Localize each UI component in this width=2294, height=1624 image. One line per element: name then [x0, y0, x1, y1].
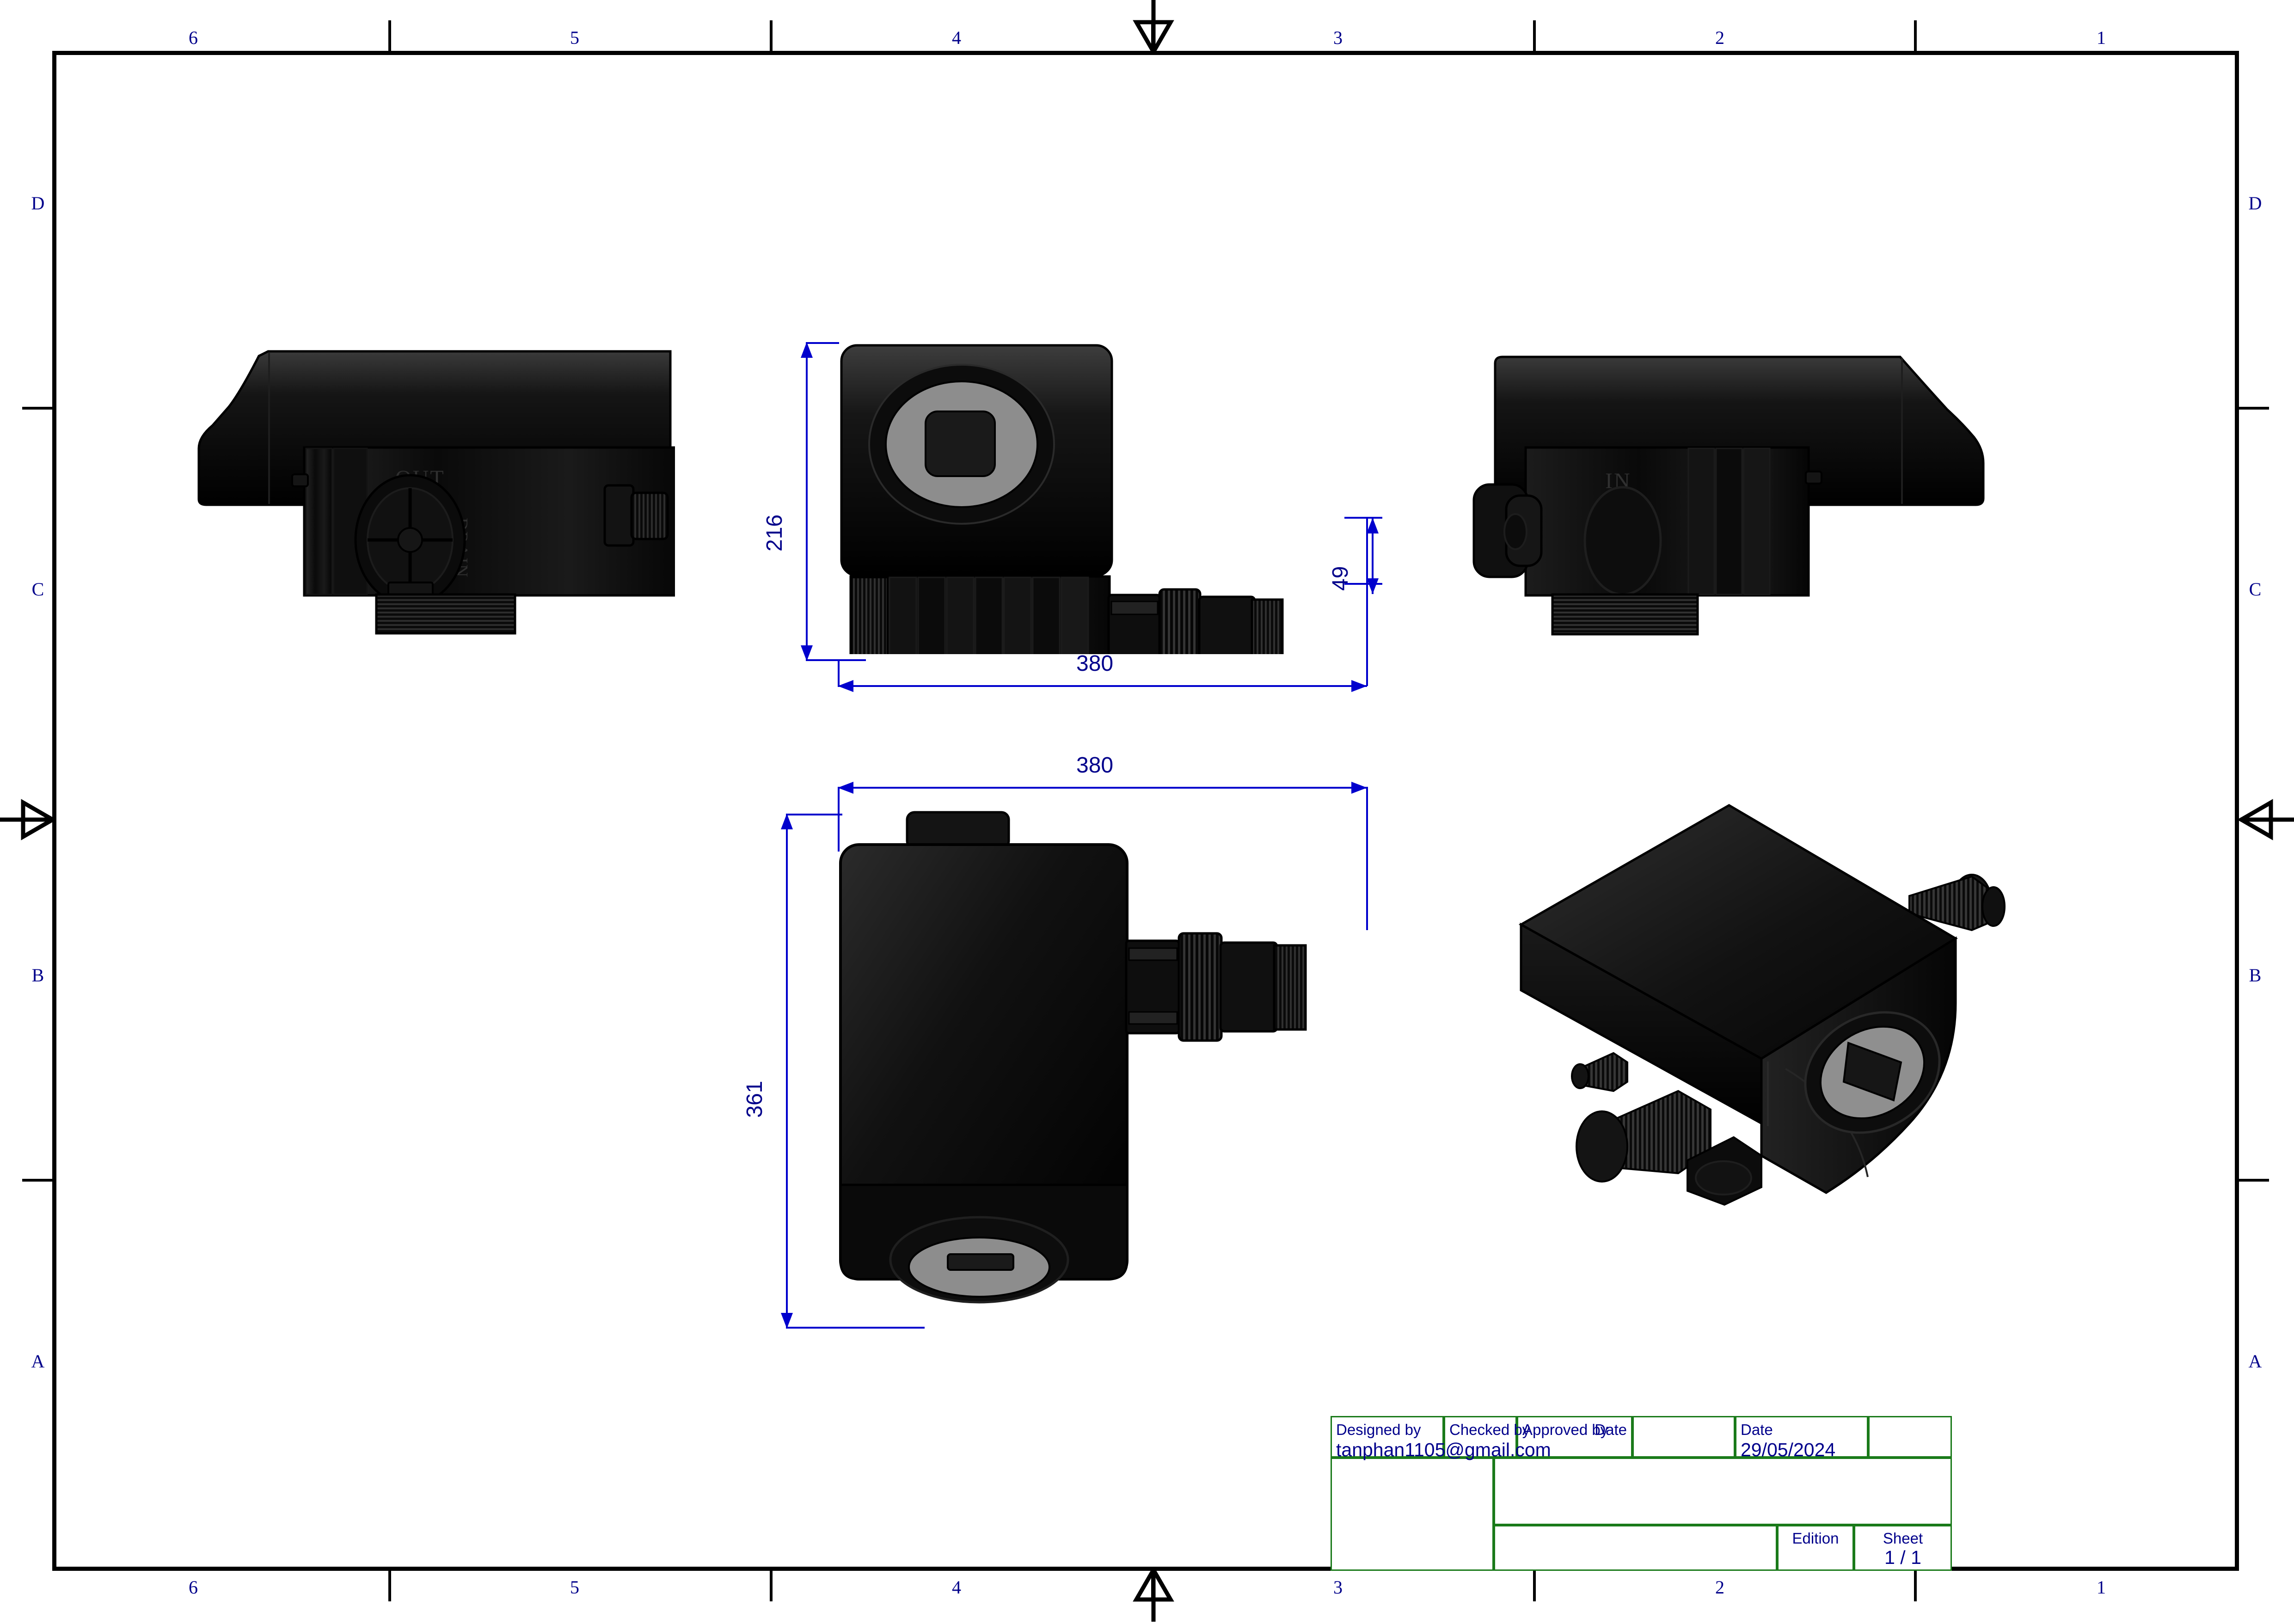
centering-mark-bottom-icon [1128, 1566, 1179, 1624]
titleblock-cell-designed-by [1331, 1416, 1444, 1458]
view-isometric [1503, 786, 2080, 1225]
zone-label-left-A: A [31, 1351, 45, 1372]
zone-tick-bottom-4 [1533, 1571, 1536, 1601]
view-left-elevation: OUT DRAIN [185, 333, 685, 656]
dimension-380-plan-arrow-left [838, 782, 853, 794]
zone-tick-bottom-5 [1914, 1571, 1917, 1601]
zone-tick-top-2 [770, 20, 773, 51]
dimension-380-plan-ext-right [1366, 787, 1368, 930]
dimension-380-plan-ext-left [838, 787, 840, 852]
view-right-elevation: IN [1433, 333, 2034, 656]
view-front-elevation [832, 340, 1387, 734]
dimension-361-text: 361 [742, 1080, 767, 1118]
dimension-216-arrow-bottom [801, 645, 813, 661]
zone-label-top-3: 3 [1333, 27, 1343, 48]
titleblock-value-designed-by: tanphan1105@gmail.com [1336, 1439, 1551, 1460]
dimension-380-front-ext-left [838, 659, 840, 686]
title-block: Designed by Checked by Approved by Date … [1331, 1416, 2239, 1571]
titleblock-cell-drawing-number [1494, 1458, 1952, 1525]
dimension-216-arrow-top [801, 342, 813, 358]
titleblock-label-date-2: Date [1741, 1421, 1773, 1438]
titleblock-label-sheet: Sheet [1883, 1530, 1923, 1547]
dimension-380-plan-arrow-right [1351, 782, 1367, 794]
zone-tick-right-1 [2239, 407, 2269, 410]
zone-label-top-2: 2 [1715, 27, 1724, 48]
dimension-380-plan-line [838, 787, 1367, 789]
zone-label-bottom-1: 1 [2097, 1577, 2106, 1598]
centering-mark-top-icon [1128, 0, 1179, 57]
dimension-380-front-text: 380 [1076, 651, 1114, 676]
zone-label-left-B: B [31, 965, 44, 986]
sheet-frame-border [52, 51, 2239, 1571]
centering-mark-left-icon [0, 794, 57, 847]
zone-tick-top-4 [1533, 20, 1536, 51]
dimension-380-plan-text: 380 [1076, 753, 1114, 778]
titleblock-label-edition: Edition [1792, 1530, 1839, 1547]
titleblock-value-sheet: 1 / 1 [1884, 1547, 1921, 1568]
zone-label-bottom-2: 2 [1715, 1577, 1724, 1598]
zone-label-top-1: 1 [2097, 27, 2106, 48]
dimension-380-front-arrow-right [1351, 680, 1367, 692]
zone-tick-right-2 [2239, 1179, 2269, 1182]
dimension-216-ext-top [806, 342, 839, 344]
dimension-361-line [786, 814, 788, 1329]
zone-tick-top-5 [1914, 20, 1917, 51]
dimension-216-text: 216 [762, 514, 787, 552]
titleblock-label-checked-by: Checked by [1449, 1421, 1530, 1438]
dimension-361-arrow-top [781, 814, 793, 829]
zone-label-bottom-5: 5 [570, 1577, 579, 1598]
zone-tick-top-1 [388, 20, 391, 51]
centering-mark-right-icon [2237, 794, 2294, 847]
zone-label-bottom-4: 4 [952, 1577, 961, 1598]
zone-label-top-4: 4 [952, 27, 961, 48]
dimension-380-front-line [838, 685, 1367, 687]
zone-label-top-6: 6 [189, 27, 198, 48]
dimension-361-arrow-bottom [781, 1313, 793, 1329]
dimension-49-text: 49 [1328, 566, 1353, 591]
dimension-361-ext-bottom [786, 1327, 925, 1329]
zone-label-top-5: 5 [570, 27, 579, 48]
titleblock-cell-date-1 [1632, 1416, 1735, 1458]
zone-tick-left-1 [22, 407, 52, 410]
zone-tick-bottom-1 [388, 1571, 391, 1601]
dimension-49-ext-top [1344, 517, 1382, 519]
zone-label-right-A: A [2248, 1351, 2262, 1372]
titleblock-cell-approved-by [1517, 1416, 1632, 1458]
zone-label-left-D: D [31, 193, 45, 214]
titleblock-label-approved-by: Approved by [1522, 1421, 1608, 1438]
view-top-plan [832, 807, 1350, 1324]
titleblock-cell-top-right-blank [1868, 1416, 1952, 1458]
titleblock-cell-checked-by [1444, 1416, 1517, 1458]
zone-label-right-C: C [2249, 579, 2262, 600]
titleblock-label-designed-by: Designed by [1336, 1421, 1421, 1438]
titleblock-value-date-2: 29/05/2024 [1741, 1439, 1836, 1460]
zone-label-left-C: C [31, 579, 44, 600]
dimension-49-ext-bottom [1344, 583, 1382, 585]
titleblock-cell-sheet [1854, 1525, 1952, 1571]
dimension-380-front-arrow-left [838, 680, 853, 692]
titleblock-cell-bottom-blank [1494, 1525, 1777, 1571]
titleblock-label-date-1: Date [1595, 1421, 1627, 1438]
zone-tick-bottom-2 [770, 1571, 773, 1601]
dimension-49-line [1372, 518, 1374, 594]
titleblock-cell-title [1331, 1458, 1494, 1571]
zone-label-bottom-6: 6 [189, 1577, 198, 1598]
zone-label-right-D: D [2248, 193, 2262, 214]
dimension-216-ext-bottom [806, 659, 866, 661]
zone-tick-left-2 [22, 1179, 52, 1182]
dimension-49-arrow-bottom [1367, 578, 1379, 594]
dimension-216-line [806, 342, 808, 661]
titleblock-cell-date-2 [1735, 1416, 1868, 1458]
zone-label-bottom-3: 3 [1333, 1577, 1343, 1598]
zone-label-right-B: B [2249, 965, 2262, 986]
dimension-361-ext-top [786, 814, 842, 815]
dimension-49-arrow-top [1367, 518, 1379, 533]
dimension-380-front-ext-right [1366, 518, 1368, 686]
titleblock-cell-edition [1777, 1525, 1854, 1571]
